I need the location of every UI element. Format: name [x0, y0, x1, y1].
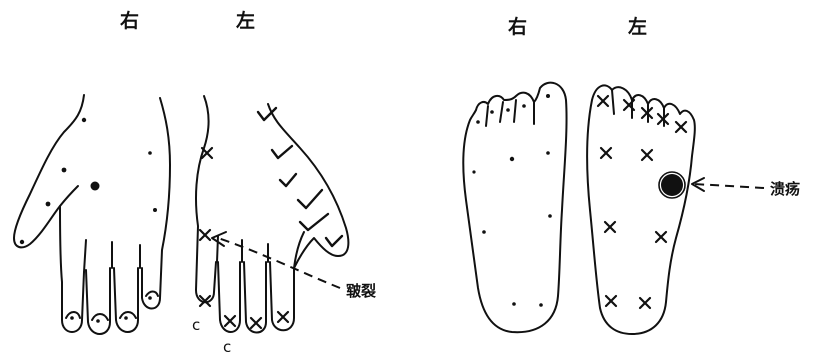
left-toe-gap-1 [612, 90, 614, 114]
left-foot [587, 85, 764, 334]
ulcer-arrow-line [694, 184, 764, 188]
lesion-check [326, 236, 342, 246]
lesion-dot [482, 230, 486, 234]
lesion-x [606, 296, 616, 306]
lesion-dot [522, 104, 526, 108]
lesion-dot [539, 303, 543, 307]
lesion-x [640, 298, 650, 308]
lesion-dot [82, 118, 86, 122]
lesion-dot [70, 316, 74, 320]
lesion-dot [20, 240, 24, 244]
right-nail-3 [120, 312, 136, 318]
lesion-dot [510, 157, 514, 161]
right-hand-outline [14, 95, 170, 334]
lesion-dot [124, 316, 128, 320]
lesion-x [656, 232, 666, 242]
lesion-x [601, 148, 611, 158]
right-foot [463, 83, 566, 333]
lesion-dot [476, 120, 480, 124]
lesion-dot [546, 151, 550, 155]
lesion-dot [546, 94, 550, 98]
lesion-x [598, 96, 608, 106]
right-nail-2 [92, 314, 108, 320]
right-thumb-edge [60, 186, 78, 206]
lesion-x [278, 312, 288, 322]
right-toe-gap-4 [486, 106, 488, 126]
lesion-x [225, 316, 235, 326]
lesion-dot [148, 296, 152, 300]
lesion-dot [512, 302, 516, 306]
left-hand [196, 96, 348, 333]
lesion-dot [46, 202, 51, 207]
lesion-dot [148, 151, 152, 155]
right-nail-4 [146, 292, 158, 297]
left-foot-outline [587, 85, 695, 334]
left-thumb-inner [294, 232, 304, 268]
lesion-x [251, 318, 261, 328]
lesion-dot [153, 208, 157, 212]
right-hand [14, 95, 170, 334]
right-toe-gap-2 [514, 100, 516, 122]
lesion-dot [506, 108, 510, 112]
lesion-x [676, 122, 686, 132]
left-hand-outline [196, 96, 348, 333]
lesion-check [280, 174, 296, 186]
lesion-check [298, 190, 322, 208]
lesion-dot [472, 170, 475, 173]
left-finger-gap-1 [217, 236, 218, 262]
lesion-x [200, 230, 210, 240]
lesion-dot [490, 110, 494, 114]
lesion-x [642, 150, 652, 160]
right-toe-gap-3 [500, 102, 503, 122]
lesion-dot [62, 168, 67, 173]
lesion-dot [91, 182, 100, 191]
lesion-x [202, 148, 212, 158]
lesion-x [605, 222, 615, 232]
lesion-check [272, 146, 292, 158]
right-finger-gap-1 [84, 240, 86, 272]
lesion-dot [548, 214, 552, 218]
lesion-check [300, 214, 328, 230]
ulcer-lesion [661, 174, 683, 196]
lesion-dot [96, 319, 100, 323]
